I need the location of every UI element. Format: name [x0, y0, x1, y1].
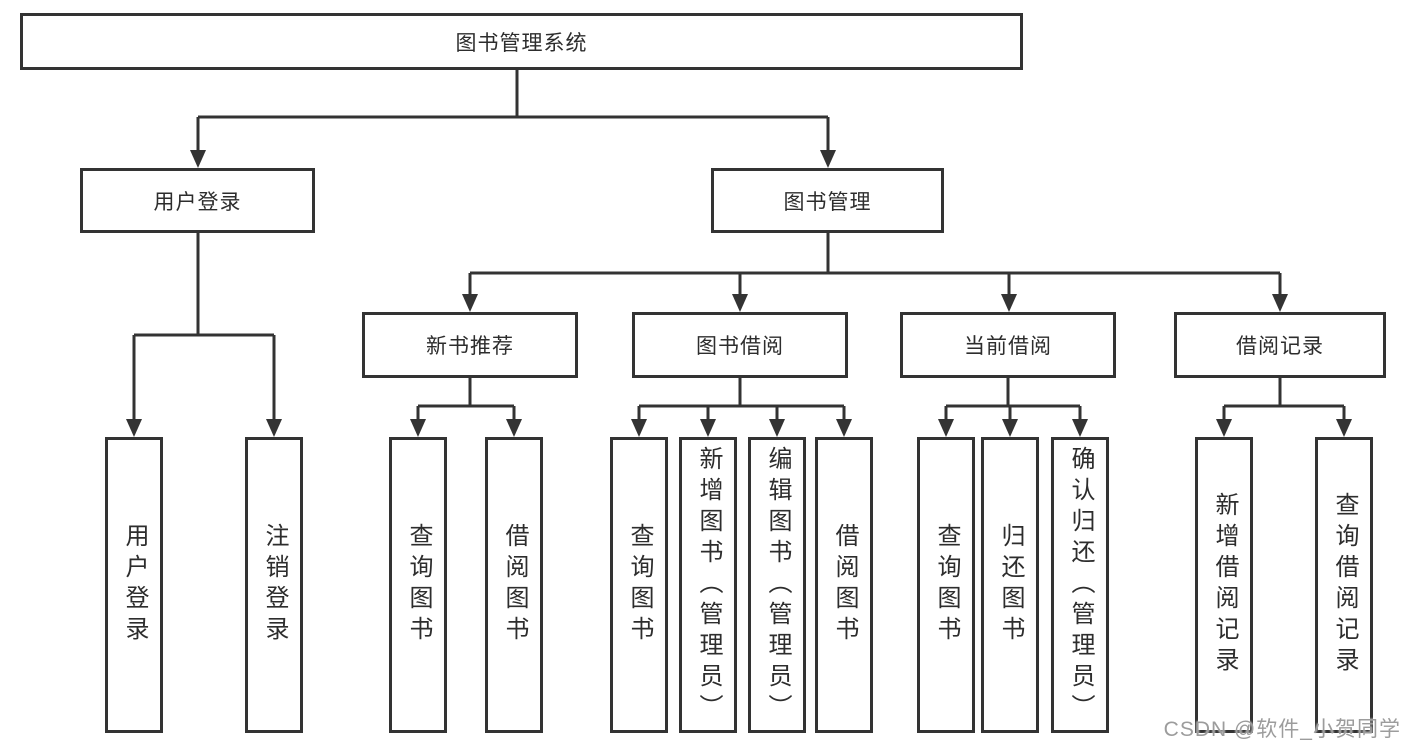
node-book-borrowing-label: 图书借阅 [696, 335, 784, 358]
leaf-return-books: 归还图书 [981, 437, 1039, 733]
node-new-book-recommendation-label: 新书推荐 [426, 335, 514, 358]
leaf-add-borrow-record: 新增借阅记录 [1195, 437, 1253, 733]
leaf-borrow-books-recommend: 借阅图书 [485, 437, 543, 733]
leaf-query-books-recommend: 查询图书 [389, 437, 447, 733]
node-book-borrowing: 图书借阅 [632, 312, 848, 378]
leaf-borrow-books: 借阅图书 [815, 437, 873, 733]
leaf-query-books-borrowing: 查询图书 [610, 437, 668, 733]
node-current-borrowing: 当前借阅 [900, 312, 1116, 378]
node-borrowing-records-label: 借阅记录 [1236, 335, 1324, 358]
leaf-query-borrow-record-label: 查询借阅记录 [1331, 492, 1358, 678]
leaf-return-books-label: 归还图书 [997, 523, 1024, 647]
node-user-login-label: 用户登录 [153, 190, 242, 214]
leaf-edit-books-admin-label: 编辑图书（管理员） [764, 445, 791, 725]
leaf-query-books-current: 查询图书 [917, 437, 975, 733]
leaf-confirm-return-admin-label: 确认归还（管理员） [1067, 445, 1094, 725]
leaf-user-login: 用户登录 [105, 437, 163, 733]
leaf-borrow-books-recommend-label: 借阅图书 [501, 523, 528, 647]
node-root-label: 图书管理系统 [455, 31, 588, 55]
leaf-add-books-admin: 新增图书（管理员） [679, 437, 737, 733]
node-current-borrowing-label: 当前借阅 [964, 335, 1052, 358]
node-root: 图书管理系统 [20, 13, 1023, 70]
leaf-edit-books-admin: 编辑图书（管理员） [748, 437, 806, 733]
leaf-add-borrow-record-label: 新增借阅记录 [1211, 492, 1238, 678]
leaf-borrow-books-label: 借阅图书 [831, 523, 858, 647]
leaf-logout: 注销登录 [245, 437, 303, 733]
node-borrowing-records: 借阅记录 [1174, 312, 1386, 378]
leaf-user-login-label: 用户登录 [121, 523, 148, 647]
leaf-add-books-admin-label: 新增图书（管理员） [695, 445, 722, 725]
node-book-management: 图书管理 [711, 168, 944, 233]
node-book-management-label: 图书管理 [783, 190, 872, 214]
leaf-confirm-return-admin: 确认归还（管理员） [1051, 437, 1109, 733]
leaf-query-books-current-label: 查询图书 [933, 523, 960, 647]
leaf-query-books-recommend-label: 查询图书 [405, 523, 432, 647]
leaf-query-books-borrowing-label: 查询图书 [626, 523, 653, 647]
node-user-login: 用户登录 [80, 168, 315, 233]
leaf-query-borrow-record: 查询借阅记录 [1315, 437, 1373, 733]
watermark-text: CSDN @软件_小贺同学 [1163, 718, 1401, 741]
node-new-book-recommendation: 新书推荐 [362, 312, 578, 378]
leaf-logout-label: 注销登录 [261, 523, 288, 647]
